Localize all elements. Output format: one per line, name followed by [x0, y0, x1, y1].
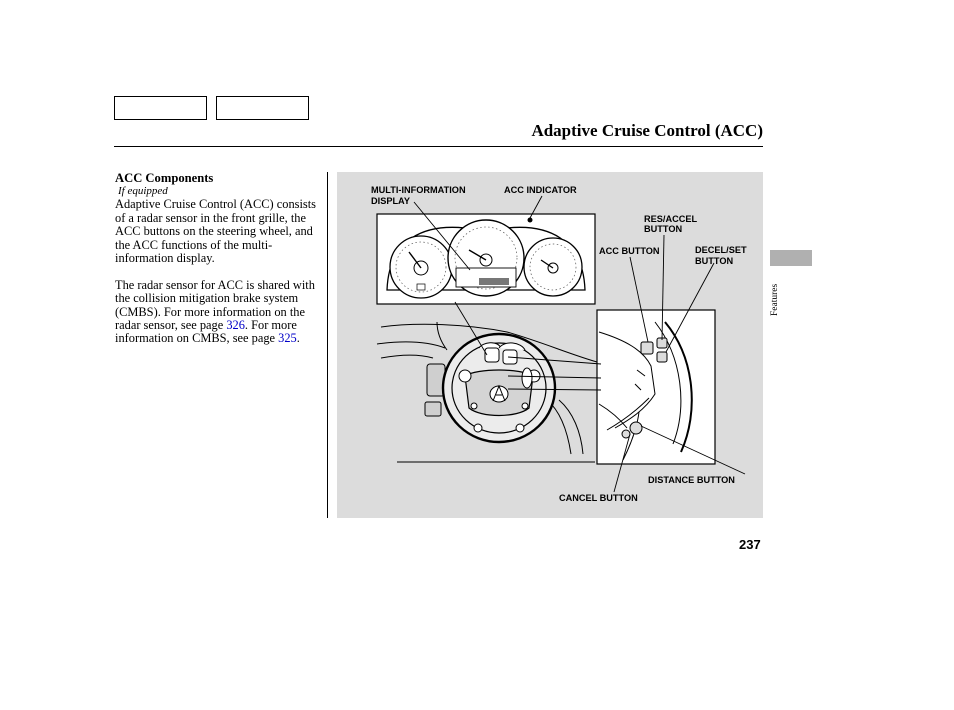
- acc-buttons-inset: [596, 309, 716, 465]
- speedometer-gauge-icon: [447, 217, 533, 297]
- acc-indicator-lamp-icon: [527, 217, 533, 223]
- label-res-accel-line1: RES/ACCEL: [644, 214, 697, 224]
- label-res-accel-line2: BUTTON: [644, 224, 682, 234]
- section-subtitle: If equipped: [118, 185, 168, 198]
- text-column: ACC Components If equipped Adaptive Crui…: [115, 171, 320, 346]
- label-multi-information-line1: MULTI-INFORMATION: [371, 185, 466, 195]
- page-number: 237: [739, 537, 761, 552]
- instrument-cluster-inset: [376, 213, 596, 305]
- page-325-link[interactable]: 325: [278, 331, 297, 346]
- paragraph-radar-text-3: .: [296, 331, 300, 346]
- fuel-temp-gauge-icon: [523, 237, 583, 297]
- label-multi-information-line2: DISPLAY: [371, 196, 410, 206]
- label-distance-button: DISTANCE BUTTON: [648, 475, 735, 485]
- header-rule: [114, 146, 763, 147]
- label-cancel-button: CANCEL BUTTON: [559, 493, 638, 503]
- paragraph-radar-text-2: . For more information on CMBS, see page: [115, 318, 297, 346]
- section-tab-marker: [770, 250, 812, 266]
- label-acc-indicator: ACC INDICATOR: [504, 185, 577, 195]
- callout-leader-lines: [413, 195, 746, 493]
- page-326-link[interactable]: 326: [226, 318, 245, 333]
- tachometer-gauge-icon: [389, 235, 453, 299]
- label-decel-set-line2: BUTTON: [695, 256, 733, 266]
- acc-components-figure: MULTI-INFORMATION DISPLAY ACC INDICATOR …: [337, 172, 763, 518]
- paragraph-intro: Adaptive Cruise Control (ACC) consists o…: [115, 197, 316, 266]
- paragraph-radar-text-1: The radar sensor for ACC is shared with …: [115, 277, 315, 333]
- section-tab-label: Features: [766, 272, 782, 316]
- page-title: Adaptive Cruise Control (ACC): [531, 121, 763, 140]
- label-decel-set-line1: DECEL/SET: [695, 245, 747, 255]
- section-tab-text: Features: [770, 283, 780, 316]
- acura-logo-icon: [489, 384, 509, 403]
- section-title: ACC Components: [115, 171, 214, 185]
- paragraph-radar: The radar sensor for ACC is shared with …: [115, 277, 320, 346]
- next-page-button[interactable]: [216, 96, 309, 120]
- label-acc-button: ACC BUTTON: [599, 246, 660, 256]
- column-divider: [327, 172, 328, 518]
- steering-wheel-illustration: [376, 321, 598, 463]
- previous-page-button[interactable]: [114, 96, 207, 120]
